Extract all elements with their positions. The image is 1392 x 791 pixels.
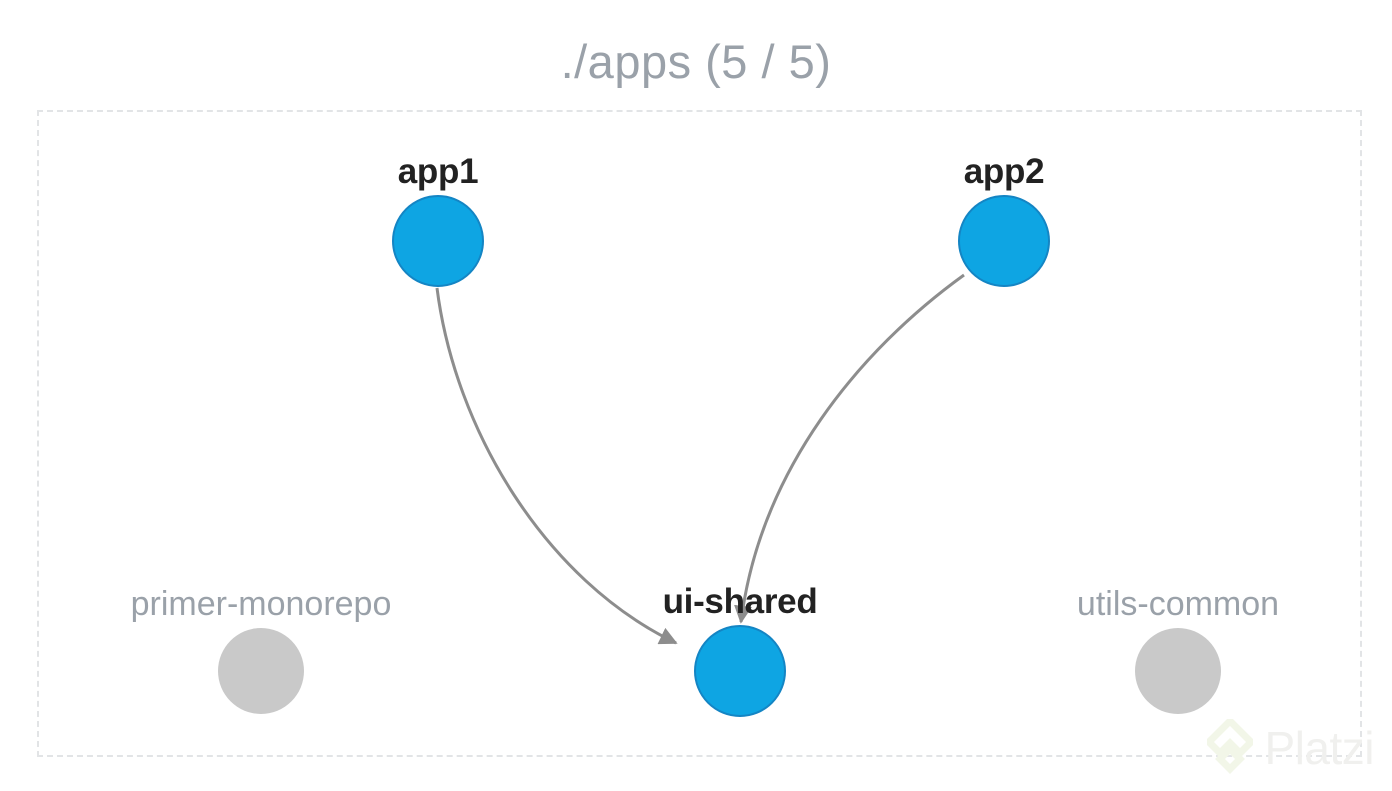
node-label: primer-monorepo: [130, 585, 392, 623]
node-circle[interactable]: [958, 195, 1050, 287]
node-label: app2: [963, 152, 1045, 191]
platzi-diamond-icon: [1206, 719, 1253, 774]
node-circle[interactable]: [392, 195, 484, 287]
node-label: app1: [397, 152, 479, 191]
graph-title: ./apps (5 / 5): [560, 35, 832, 88]
node-circle[interactable]: [1135, 628, 1221, 714]
node-circle[interactable]: [694, 625, 786, 717]
platzi-watermark-text: Platzi: [1264, 722, 1375, 774]
apps-group-container: [37, 110, 1362, 757]
node-label: ui-shared: [662, 582, 818, 621]
node-circle[interactable]: [218, 628, 304, 714]
platzi-watermark: Platzi: [1206, 719, 1375, 777]
node-label: utils-common: [1076, 585, 1280, 623]
